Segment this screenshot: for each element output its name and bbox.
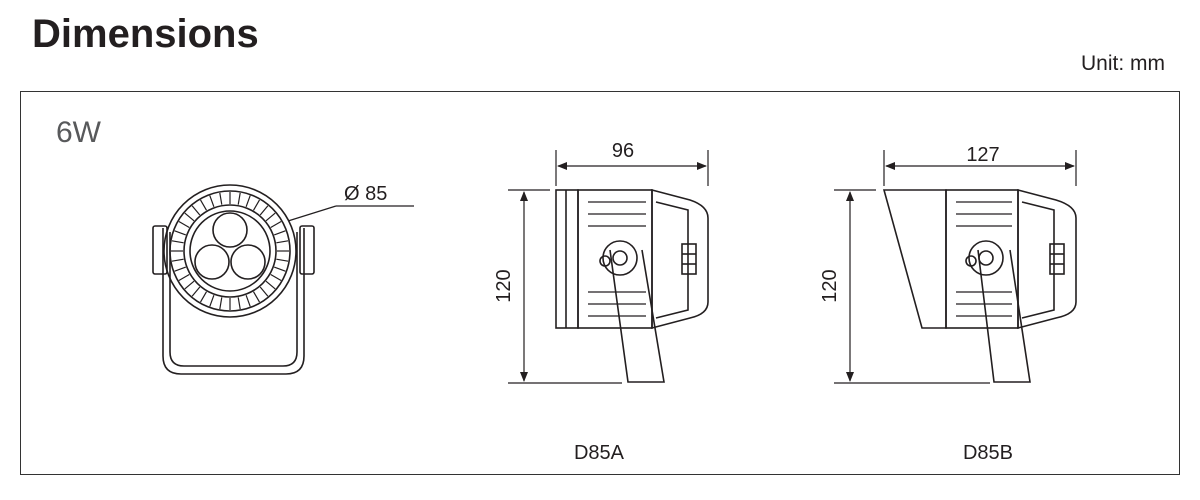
page-title: Dimensions: [32, 12, 259, 56]
heatsink-fin: [259, 205, 269, 216]
side-a-width-dimension: [555, 150, 709, 186]
front-fin-ring-outer: [169, 190, 291, 312]
front-pivot-right: [299, 225, 315, 275]
heatsink-fin: [209, 294, 215, 307]
heatsink-fin: [209, 195, 215, 208]
heatsink-fin: [184, 212, 195, 222]
front-bracket: [162, 228, 305, 375]
side-b-model-label: D85B: [963, 442, 1013, 464]
heatsink-fin: [259, 286, 269, 297]
front-heatsink-fins: [171, 192, 289, 310]
front-fin-ring-inner: [183, 204, 277, 298]
front-view-drawing: [152, 184, 315, 375]
heatsink-fin: [219, 192, 223, 205]
side-b-width-label: 127: [966, 144, 999, 166]
heatsink-fin: [171, 240, 184, 244]
side-a-model-label: D85A: [574, 442, 625, 464]
heatsink-fin: [191, 205, 201, 216]
front-outer-ring: [163, 184, 297, 318]
front-lens-bezel: [189, 210, 271, 292]
side-b-width-dimension: [883, 150, 1077, 186]
heatsink-fin: [171, 258, 184, 262]
power-variant-label: 6W: [56, 116, 101, 149]
heatsink-fin: [245, 294, 251, 307]
side-b-height-dimension: [834, 189, 990, 384]
heatsink-fin: [245, 195, 251, 208]
side-view-a-drawing: [555, 188, 709, 383]
heatsink-fin: [252, 199, 261, 211]
heatsink-fin: [199, 291, 208, 303]
front-lens-right: [230, 244, 266, 280]
heatsink-fin: [252, 291, 261, 303]
front-pivot-left: [152, 225, 168, 275]
unit-label: Unit: mm: [1081, 52, 1165, 75]
heatsink-fin: [276, 240, 289, 244]
heatsink-fin: [178, 273, 190, 282]
heatsink-fin: [184, 280, 195, 290]
heatsink-fin: [270, 220, 282, 229]
side-a-height-label: 120: [493, 269, 515, 302]
diameter-leader: [287, 205, 414, 222]
side-a-height-dimension: [508, 189, 622, 384]
diameter-dimension-label: Ø 85: [344, 183, 387, 205]
side-b-height-label: 120: [819, 269, 841, 302]
heatsink-fin: [237, 192, 241, 205]
drawing-frame: [20, 91, 1180, 475]
heatsink-fin: [273, 266, 286, 272]
heatsink-fin: [265, 280, 276, 290]
front-lens-left: [194, 244, 230, 280]
heatsink-fin: [174, 266, 187, 272]
heatsink-fin: [199, 199, 208, 211]
heatsink-fin: [265, 212, 276, 222]
side-view-b-drawing: [882, 188, 1077, 383]
heatsink-fin: [273, 230, 286, 236]
side-a-width-label: 96: [612, 140, 634, 162]
heatsink-fin: [237, 297, 241, 310]
heatsink-fin: [270, 273, 282, 282]
heatsink-fin: [178, 220, 190, 229]
heatsink-fin: [174, 230, 187, 236]
heatsink-fin: [219, 297, 223, 310]
front-bracket-inner: [169, 232, 298, 367]
front-lens-top: [212, 212, 248, 248]
heatsink-fin: [276, 258, 289, 262]
heatsink-fin: [191, 286, 201, 297]
